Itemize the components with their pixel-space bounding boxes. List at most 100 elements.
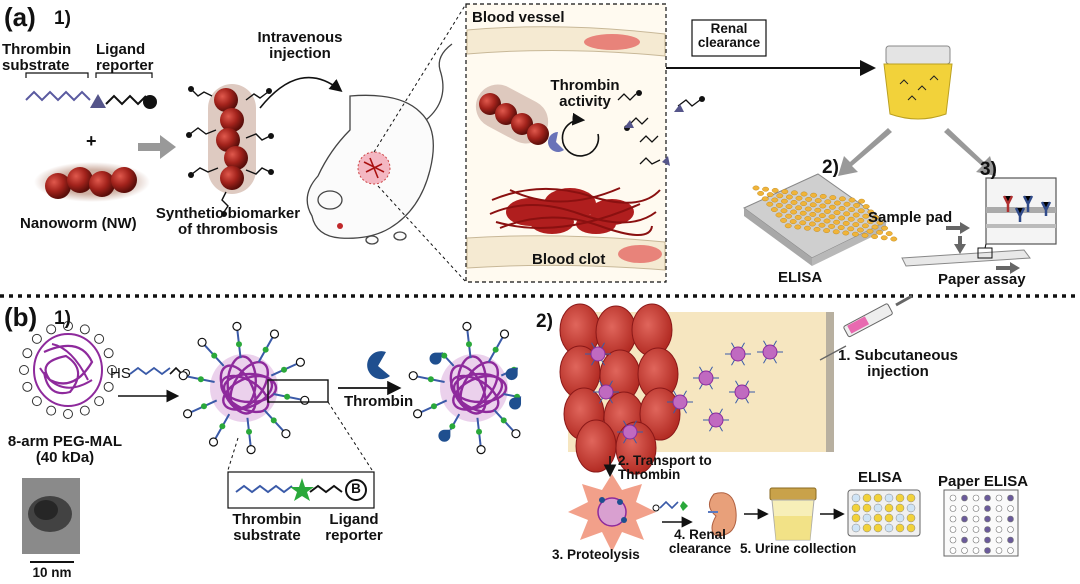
ligand-reporter-label-b: Ligand reporter (325, 511, 383, 544)
paper-elisa-dot (995, 536, 1003, 544)
reporter-tag (269, 329, 280, 339)
bound-thrombin (509, 397, 522, 410)
paper-elisa-dot (949, 536, 957, 544)
elisa-well (843, 211, 850, 217)
peg-unit (19, 365, 29, 375)
thrombin-enzyme-a (547, 132, 564, 153)
peg-unit (79, 324, 90, 335)
elisa-well (857, 208, 865, 214)
elisa-well (834, 200, 841, 206)
elisa-well (828, 214, 836, 220)
elisa-well (775, 212, 783, 218)
elisa-well (862, 223, 869, 229)
elisa-well (794, 224, 802, 230)
zoom-box (267, 379, 329, 403)
paper-elisa-dot (972, 547, 980, 554)
peg-unit (31, 333, 42, 344)
elisa-well (795, 205, 802, 211)
cleavage-site (211, 352, 218, 359)
elisa-well (771, 187, 779, 193)
nanoworm-chain (34, 162, 150, 202)
mini-sensor-arm (745, 380, 749, 387)
elisa-well (857, 217, 865, 223)
cleavage-site (235, 341, 242, 348)
paper-elisa-dot (961, 494, 968, 502)
mini-sensor (590, 346, 606, 362)
mini-sensor-arm (673, 390, 677, 397)
particle-halo (210, 354, 278, 422)
elisa-well (804, 225, 811, 231)
elisa-well (842, 230, 850, 236)
peg-unit (94, 333, 105, 344)
elisa-well-b (884, 503, 894, 513)
thrombin-activity-label: Thrombin activity (550, 77, 620, 110)
elisa-well (852, 212, 860, 218)
blood-vessel-label: Blood vessel (472, 9, 565, 26)
elisa-well (810, 192, 817, 198)
paper-elisa-dot (984, 505, 991, 512)
mouse-eye (337, 223, 343, 229)
red-blood-cell (639, 387, 681, 441)
paper-elisa-dot (961, 515, 968, 523)
paper-elisa-dot (961, 547, 968, 554)
elisa-well (842, 220, 850, 226)
reporter-tag (197, 337, 207, 347)
elisa-well (862, 213, 870, 219)
elisa-well (866, 228, 874, 234)
cleavage-site (492, 346, 499, 353)
elisa-well (757, 190, 764, 196)
elisa-well (885, 231, 893, 237)
mini-sensor-arm (763, 340, 767, 347)
polymer-coil (219, 364, 257, 415)
elisa-well (857, 227, 864, 233)
zoom-line-top (373, 3, 467, 153)
reporter-tag (246, 444, 256, 455)
elisa-well (858, 198, 865, 204)
mini-sensor-arm (633, 437, 637, 444)
plus-sign: + (86, 131, 97, 151)
cleaved-sensor-particle (408, 321, 522, 455)
elisa-well (852, 222, 860, 228)
reporter-tag (499, 329, 510, 339)
detail-linker (309, 484, 343, 494)
mini-sensor-arm (731, 359, 735, 366)
paper-elisa-dot (961, 505, 968, 512)
paper-elisa-dot (1007, 505, 1014, 512)
reporter-tag (408, 371, 418, 381)
thrombin-substrate-label-b: Thrombin substrate (232, 511, 302, 544)
paper-elisa-dot (984, 536, 991, 544)
elisa-well (861, 232, 869, 238)
cleavage-site (449, 423, 456, 430)
paper-elisa-dot (949, 494, 957, 502)
mini-sensor-arm (741, 342, 745, 349)
elisa-well (876, 229, 883, 235)
detail-cleavage-star (290, 478, 314, 501)
paper-elisa-label: Paper ELISA (938, 473, 1029, 490)
peg-unit (103, 348, 114, 359)
subcutaneous-label: 1. Subcutaneous injection (837, 347, 959, 380)
elisa-well (876, 220, 884, 226)
elisa-well (852, 231, 859, 237)
elisa-well (832, 229, 840, 235)
elisa-well (781, 189, 789, 195)
elisa-well (819, 203, 827, 209)
mini-sensor-arm (709, 425, 713, 432)
peg-unit (22, 348, 33, 359)
paper-elisa-dot (961, 526, 968, 533)
elisa-well (776, 193, 784, 199)
mini-sensor (598, 384, 614, 400)
elisa-well (804, 216, 812, 222)
paper-elisa-dot (995, 515, 1003, 523)
elisa-well (814, 207, 822, 213)
elisa-well (781, 198, 788, 204)
elisa-well (881, 225, 888, 231)
mini-sensor-arm (735, 380, 739, 387)
mini-sensor (734, 384, 750, 400)
elisa-well (809, 211, 817, 217)
cleavage-site (197, 376, 204, 383)
ligand-reporter-label: Ligand reporter (96, 41, 154, 74)
reporter-letter: B (351, 481, 361, 496)
reporter-tag (462, 321, 472, 332)
blood-vessel-wall-b (559, 303, 681, 475)
paper-elisa-dot (972, 536, 980, 544)
